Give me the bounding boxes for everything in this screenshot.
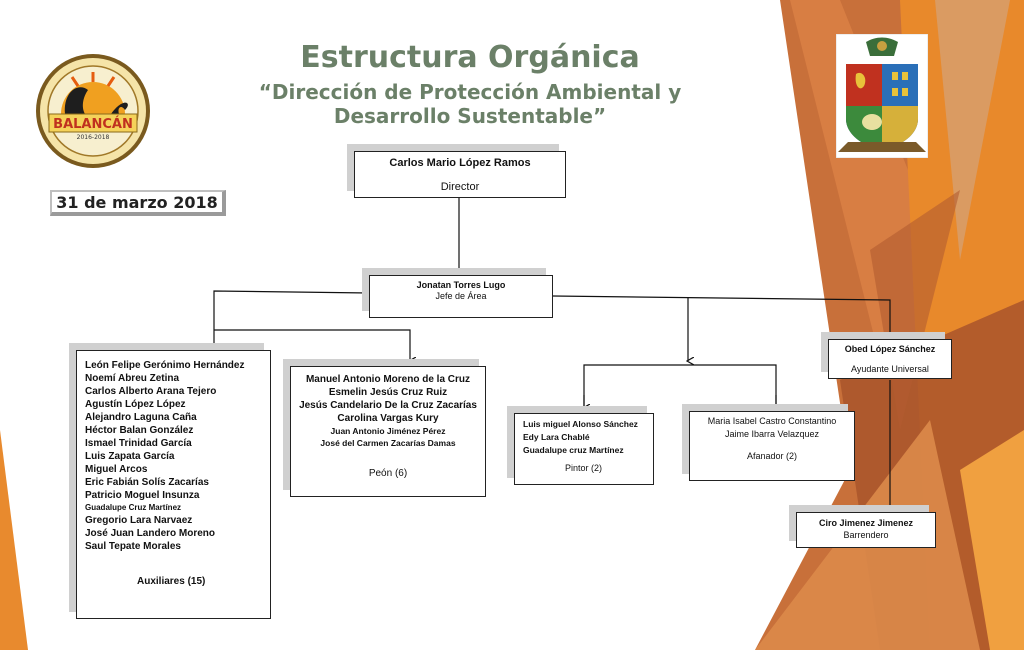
member-name: Eric Fabián Solís Zacarías — [85, 477, 209, 488]
member-name: Luis Zapata García — [85, 451, 175, 462]
member-name: Agustín López López — [85, 399, 186, 410]
jefe-role: Jefe de Área — [435, 291, 487, 301]
svg-text:BALANCÁN: BALANCÁN — [53, 116, 133, 132]
node-pintor: Luis miguel Alonso Sánchez Edy Lara Chab… — [514, 413, 654, 485]
member-name: Juan Antonio Jiménez Pérez — [330, 426, 446, 436]
pintor-role: Pintor (2) — [565, 463, 603, 473]
member-name: Luis miguel Alonso Sánchez — [523, 419, 638, 429]
member-name: José del Carmen Zacarías Damas — [320, 438, 456, 448]
node-auxiliares: León Felipe Gerónimo Hernández Noemí Abr… — [76, 350, 271, 619]
svg-text:2016-2018: 2016-2018 — [77, 134, 110, 141]
director-role: Director — [440, 181, 480, 193]
member-name: Edy Lara Chablé — [523, 432, 590, 442]
member-name: Carlos Alberto Arana Tejero — [85, 386, 217, 397]
balancan-logo: BALANCÁN 2016-2018 — [36, 54, 150, 168]
member-name: Maria Isabel Castro Constantino — [707, 416, 837, 426]
date-badge: 31 de marzo 2018 — [50, 190, 226, 216]
member-name: Guadalupe cruz Martínez — [523, 445, 624, 455]
peon-role: Peón (6) — [368, 468, 408, 479]
member-name: Patricio Moguel Insunza — [85, 490, 200, 501]
member-name: Héctor Balan González — [85, 425, 194, 436]
member-name: Guadalupe Cruz Martínez — [85, 503, 182, 512]
coat-of-arms — [836, 34, 928, 158]
member-name: Saul Tepate Morales — [85, 541, 181, 552]
page-subtitle: “Dirección de Protección Ambiental y Des… — [258, 80, 682, 128]
director-name: Carlos Mario López Ramos — [389, 157, 531, 169]
node-peon: Manuel Antonio Moreno de la Cruz Esmelin… — [290, 366, 486, 497]
page-title: Estructura Orgánica — [300, 40, 640, 75]
barrendero-name: Ciro Jimenez Jimenez — [818, 518, 914, 528]
member-name: José Juan Landero Moreno — [85, 528, 216, 539]
member-name: Manuel Antonio Moreno de la Cruz — [305, 374, 471, 385]
member-name: Gregorio Lara Narvaez — [85, 515, 193, 526]
auxiliares-role: Auxiliares (15) — [137, 576, 206, 587]
barrendero-role: Barrendero — [843, 530, 889, 540]
member-name: Jaime Ibarra Velazquez — [724, 429, 820, 439]
node-barrendero: Ciro Jimenez Jimenez Barrendero — [796, 512, 936, 548]
member-name: Carolina Vargas Kury — [337, 413, 439, 424]
node-ayudante: Obed López Sánchez Ayudante Universal — [828, 339, 952, 379]
member-name: Alejandro Laguna Caña — [85, 412, 197, 423]
ayudante-role: Ayudante Universal — [851, 364, 929, 374]
node-director: Carlos Mario López Ramos Director — [354, 151, 566, 198]
member-name: Miguel Arcos — [85, 464, 148, 475]
jefe-name: Jonatan Torres Lugo — [416, 280, 506, 290]
member-name: Noemí Abreu Zetina — [85, 373, 180, 384]
member-name: Ismael Trinidad García — [85, 438, 192, 449]
member-name: Jesús Candelario De la Cruz Zacarías — [299, 400, 477, 411]
node-afanador: Maria Isabel Castro Constantino Jaime Ib… — [689, 411, 855, 481]
ayudante-name: Obed López Sánchez — [844, 344, 936, 354]
member-name: León Felipe Gerónimo Hernández — [85, 360, 245, 371]
member-name: Esmelin Jesús Cruz Ruiz — [328, 387, 448, 398]
node-jefe-area: Jonatan Torres Lugo Jefe de Área — [369, 275, 553, 318]
afanador-role: Afanador (2) — [746, 451, 798, 461]
